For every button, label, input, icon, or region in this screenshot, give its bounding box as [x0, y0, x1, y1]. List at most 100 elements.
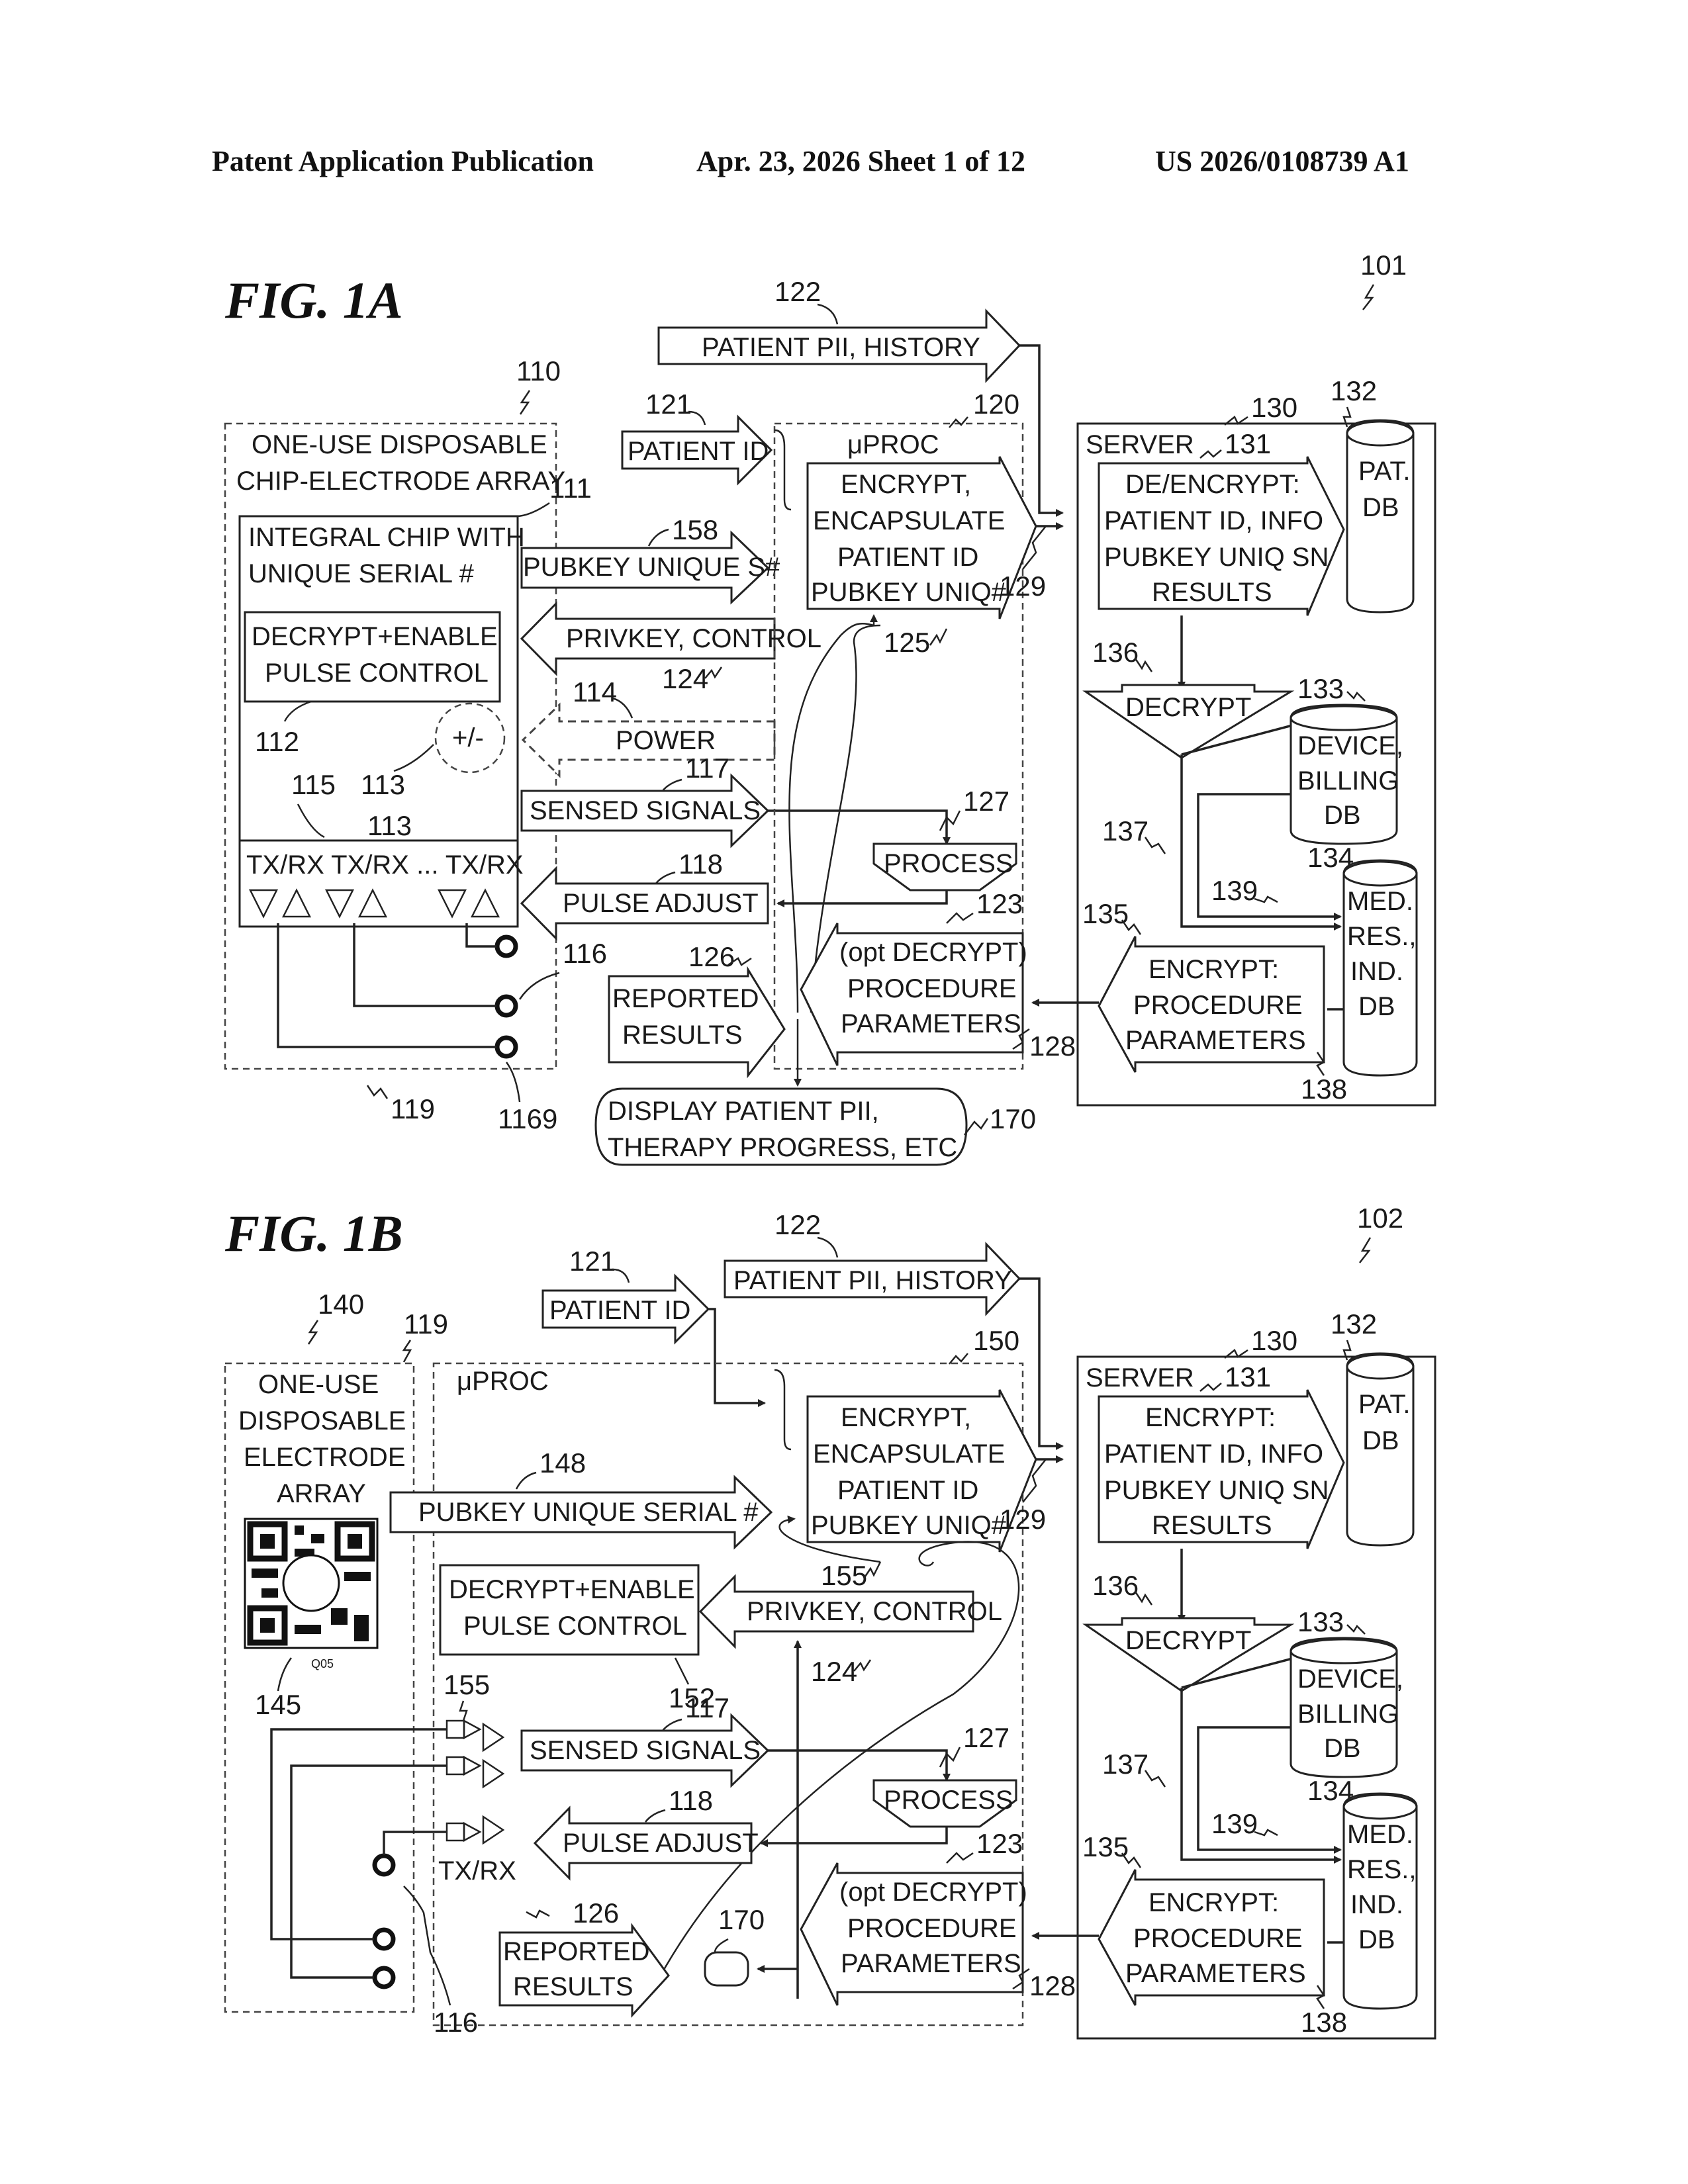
ref-117: 117	[685, 752, 729, 784]
reported-1b-line1: REPORTED	[503, 1937, 650, 1966]
txrx-triangles-3	[439, 890, 498, 917]
qr-code	[245, 1519, 377, 1648]
uproc-label-1b: μPROC	[457, 1367, 549, 1396]
ref-126b-squiggle	[526, 1911, 549, 1917]
electrode-1b-3	[375, 1968, 393, 1987]
ref-131-squiggle	[1200, 450, 1221, 458]
electrode-wire-3	[278, 923, 496, 1047]
patient-db-cylinder-1b	[1347, 1353, 1413, 1545]
ref-122: 122	[774, 276, 821, 307]
sensed-to-process-line	[768, 811, 947, 844]
ref-123b: 123	[976, 1828, 1023, 1859]
med-db-cylinder-1b	[1344, 1794, 1417, 2009]
decrypt-1b-line1: DECRYPT+ENABLE	[449, 1575, 695, 1604]
dev-db-1b-line2: BILLING	[1297, 1700, 1399, 1729]
electrode-1b-wire-3	[384, 1832, 447, 1855]
ref-117b-leader	[662, 1719, 682, 1731]
med-db-line3: IND.	[1350, 957, 1403, 986]
enc-1b-line4: PUBKEY UNIQ#	[811, 1511, 1007, 1540]
srvenc-line1: ENCRYPT:	[1149, 955, 1279, 984]
ref-152: 152	[669, 1682, 715, 1713]
ref-110-squiggle	[520, 390, 530, 414]
ref-155a-squiggle	[460, 1701, 467, 1721]
ref-133-squiggle	[1347, 692, 1365, 701]
decrypt-line2: PULSE CONTROL	[265, 659, 489, 688]
ref-119b-squiggle	[404, 1340, 410, 1362]
ref-127b: 127	[963, 1722, 1009, 1753]
ref-127: 127	[963, 786, 1009, 817]
srvenc-1b-line2: PROCEDURE	[1133, 1924, 1303, 1953]
ref-132: 132	[1331, 375, 1377, 406]
ref-101-squiggle	[1363, 285, 1374, 310]
ref-102: 102	[1357, 1203, 1403, 1234]
ref-155b: 155	[821, 1560, 867, 1591]
ref-116: 116	[563, 938, 607, 969]
pii-to-server-line-1b	[1019, 1279, 1062, 1446]
ref-139b: 139	[1211, 1808, 1258, 1839]
ref-115-leader	[298, 804, 324, 837]
ref-118b-leader	[645, 1810, 665, 1822]
opt-line1: (opt DECRYPT)	[839, 938, 1027, 967]
ref-116b-leader	[404, 1886, 450, 2005]
electrode-1b-1	[375, 1856, 393, 1874]
ref-1169: 1169	[498, 1103, 557, 1134]
dev-db-1b-line1: DEVICE,	[1297, 1664, 1403, 1694]
pulse-adjust-arrow-1b	[535, 1808, 751, 1878]
qr-caption: Q05	[311, 1657, 334, 1670]
ref-113a: 113	[361, 769, 405, 800]
ref-129b: 129	[1000, 1504, 1046, 1535]
enc-line1: ENCRYPT,	[841, 470, 971, 499]
ref-123b-squiggle	[947, 1853, 973, 1863]
ref-119: 119	[391, 1093, 435, 1124]
patient-id-to-uproc-line	[708, 1309, 765, 1403]
ref-117-leader	[662, 780, 682, 792]
device-db-top-1b	[1291, 1639, 1397, 1663]
srvenc-1b-line3: PARAMETERS	[1125, 1959, 1306, 1988]
enc-1b-line2: ENCAPSULATE	[813, 1439, 1005, 1469]
srv-1b-line1: ENCRYPT:	[1145, 1403, 1276, 1432]
ref-130b: 130	[1251, 1325, 1297, 1356]
patient-pii-label: PATIENT PII, HISTORY	[702, 333, 980, 362]
display-line1: DISPLAY PATIENT PII,	[608, 1097, 879, 1126]
ref-121: 121	[645, 388, 692, 420]
uproc-box-1b	[434, 1363, 1023, 2025]
electrode-wire-2	[354, 923, 496, 1006]
ref-139: 139	[1211, 875, 1258, 906]
ref-150-squiggle	[949, 1353, 968, 1364]
med-db-1b-line1: MED.	[1347, 1820, 1413, 1849]
med-db-line1: MED.	[1347, 887, 1413, 916]
med-db-1b-line3: IND.	[1350, 1890, 1403, 1919]
ref-122-leader	[818, 304, 837, 324]
ref-125-squiggle	[930, 629, 947, 645]
ref-118-leader	[655, 872, 675, 884]
ref-128: 128	[1029, 1030, 1076, 1062]
enc-1b-line3: PATIENT ID	[837, 1476, 978, 1505]
ref-137b: 137	[1102, 1749, 1149, 1780]
med-db-line4: DB	[1358, 992, 1395, 1021]
txrx-triangles-1	[250, 890, 310, 917]
ref-130b-squiggle	[1225, 1350, 1248, 1358]
ref-140-squiggle	[308, 1320, 318, 1344]
enc-1b-line1: ENCRYPT,	[841, 1403, 971, 1432]
ref-150: 150	[973, 1325, 1019, 1356]
ref-148: 148	[539, 1447, 586, 1479]
ref-129: 129	[1000, 570, 1046, 602]
ref-135b: 135	[1082, 1831, 1129, 1862]
med-db-1b-line2: RES.,	[1347, 1855, 1416, 1884]
ref-170b: 170	[718, 1904, 765, 1935]
disposable-array-box-1b	[225, 1363, 414, 2012]
ref-138b-squiggle	[1317, 1985, 1324, 2009]
dev-db-line1: DEVICE,	[1297, 731, 1403, 760]
patient-pii-arrow-1b	[725, 1244, 1019, 1314]
ref-170: 170	[990, 1103, 1036, 1134]
ref-122b: 122	[774, 1209, 821, 1240]
server-label: SERVER	[1086, 430, 1194, 459]
ref-145: 145	[255, 1689, 301, 1720]
pubkey-label: PUBKEY UNIQUE S#	[523, 553, 780, 582]
ref-134b: 134	[1307, 1775, 1354, 1806]
ref-124b: 124	[811, 1656, 857, 1687]
encrypt-encapsulate-arrow-1b	[808, 1390, 1036, 1552]
ref-135b-squiggle	[1122, 1853, 1141, 1868]
electrode-1	[497, 937, 516, 956]
ref-133: 133	[1297, 673, 1344, 704]
